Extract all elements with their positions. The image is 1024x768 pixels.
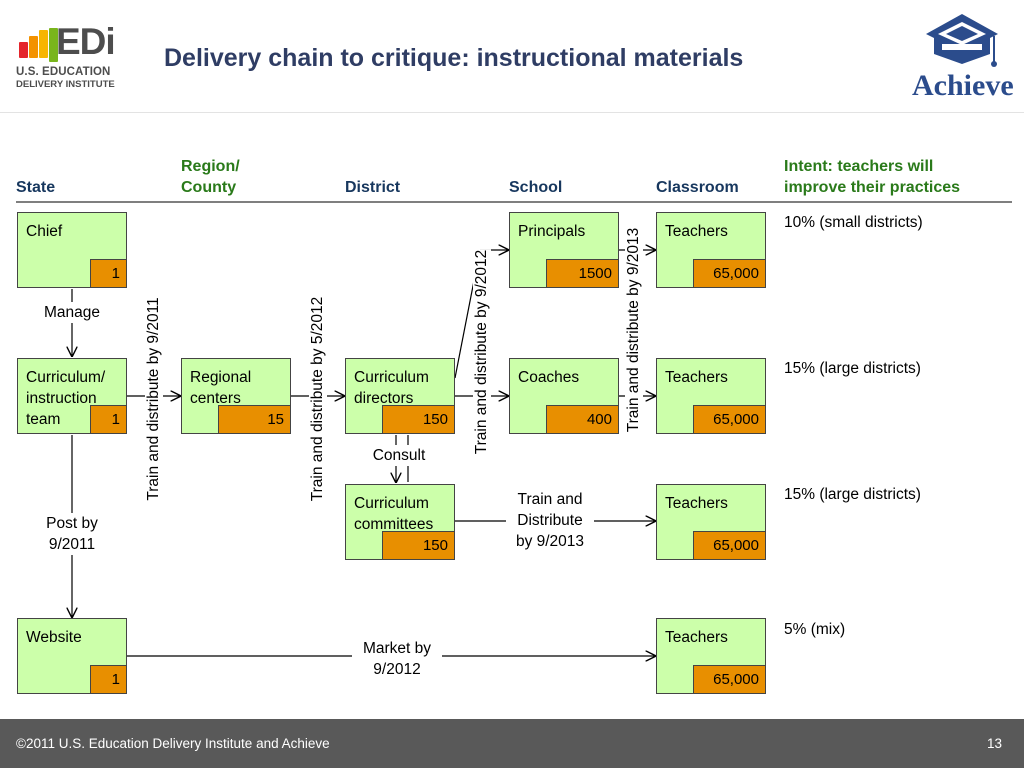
box-label: Curriculum committees: [354, 495, 434, 533]
intent-row4: 5% (mix): [784, 621, 846, 638]
box-label: Teachers: [665, 495, 728, 512]
edi-bar-green: [49, 28, 58, 62]
box-count: 65,000: [693, 259, 766, 288]
link-label-train-classroom: Train and distribute by 9/2013: [625, 227, 643, 433]
intent-row3: 15% (large districts): [784, 486, 921, 503]
edi-logo-line1: U.S. EDUCATION: [16, 66, 111, 78]
link-label-post: Post by 9/2011: [36, 513, 108, 555]
box-label: Teachers: [665, 223, 728, 240]
link-label-train-region: Train and distribute by 9/2011: [145, 297, 163, 501]
column-header-classroom: Classroom: [656, 179, 739, 196]
column-header-rule: [16, 201, 1012, 203]
box-curriculum-directors: Curriculum directors 150: [345, 358, 455, 434]
box-teachers-row1: Teachers 65,000: [656, 212, 766, 288]
achieve-logo-text: Achieve: [912, 69, 1014, 102]
edi-logo: EDi U.S. EDUCATION DELIVERY INSTITUTE: [14, 22, 134, 92]
box-label: Curriculum/ instruction team: [26, 369, 106, 428]
box-principals: Principals 1500: [509, 212, 619, 288]
page-number: 13: [986, 736, 1002, 751]
graduation-cap-icon: [926, 14, 998, 67]
box-count: 150: [382, 405, 455, 434]
box-label: Teachers: [665, 629, 728, 646]
link-label-consult: Consult: [366, 445, 432, 466]
box-curriculum-team: Curriculum/ instruction team 1: [17, 358, 127, 434]
link-label-train-school: Train and distribute by 9/2012: [473, 249, 491, 455]
edi-bar-orange: [29, 36, 38, 58]
column-header-school: School: [509, 179, 563, 196]
box-count: 65,000: [693, 531, 766, 560]
edi-logo-letters: EDi: [56, 21, 116, 62]
box-website: Website 1: [17, 618, 127, 694]
box-chief: Chief 1: [17, 212, 127, 288]
box-teachers-row3: Teachers 65,000: [656, 484, 766, 560]
edi-logo-line2: DELIVERY INSTITUTE: [16, 79, 115, 90]
slide-header: EDi U.S. EDUCATION DELIVERY INSTITUTE De…: [0, 0, 1024, 113]
achieve-logo: Achieve: [906, 12, 1018, 102]
box-count: 150: [382, 531, 455, 560]
edi-bar-yellow: [39, 30, 48, 58]
box-count: 1500: [546, 259, 619, 288]
link-label-market: Market by 9/2012: [352, 638, 442, 680]
box-teachers-row2: Teachers 65,000: [656, 358, 766, 434]
box-label: Coaches: [518, 369, 580, 386]
box-label: Regional centers: [190, 369, 252, 407]
box-count: 15: [218, 405, 291, 434]
link-label-train-district: Train and distribute by 5/2012: [309, 296, 327, 502]
column-header-intent: Intent: teachers will improve their prac…: [784, 158, 961, 196]
intent-row2: 15% (large districts): [784, 360, 921, 377]
box-label: Curriculum directors: [354, 369, 429, 407]
header-divider: [0, 112, 1024, 113]
box-count: 400: [546, 405, 619, 434]
box-count: 1: [90, 665, 127, 694]
box-label: Teachers: [665, 369, 728, 386]
box-count: 65,000: [693, 665, 766, 694]
box-regional-centers: Regional centers 15: [181, 358, 291, 434]
box-count: 1: [90, 259, 127, 288]
column-header-state: State: [16, 179, 56, 196]
box-curriculum-committees: Curriculum committees 150: [345, 484, 455, 560]
footer-copyright: ©2011 U.S. Education Delivery Institute …: [16, 736, 330, 751]
edi-bar-red: [19, 42, 28, 58]
box-count: 65,000: [693, 405, 766, 434]
column-header-region: Region/ County: [181, 158, 240, 196]
slide-footer: ©2011 U.S. Education Delivery Institute …: [0, 719, 1024, 768]
slide-title: Delivery chain to critique: instructiona…: [164, 44, 744, 72]
box-count: 1: [90, 405, 127, 434]
box-label: Website: [26, 629, 82, 646]
link-label-manage: Manage: [38, 302, 106, 323]
box-teachers-row4: Teachers 65,000: [656, 618, 766, 694]
link-label-train-committees: Train and Distribute by 9/2013: [506, 489, 594, 552]
box-label: Chief: [26, 223, 63, 240]
intent-row1: 10% (small districts): [784, 214, 923, 231]
box-label: Principals: [518, 223, 586, 240]
column-header-district: District: [345, 179, 401, 196]
box-coaches: Coaches 400: [509, 358, 619, 434]
